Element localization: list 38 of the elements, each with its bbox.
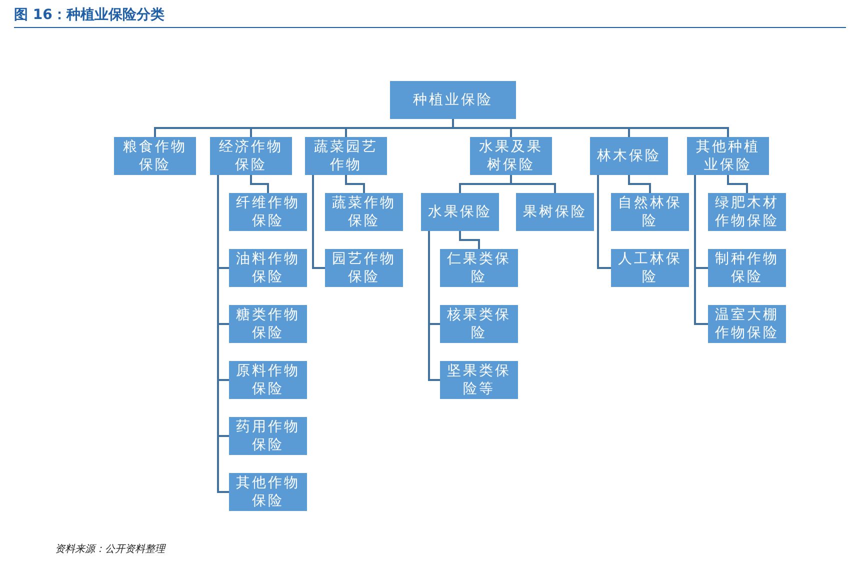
connector-line xyxy=(727,175,748,193)
category-box: 种植业保险 xyxy=(390,81,516,119)
category-box: 核果类保险 xyxy=(440,305,518,343)
category-box: 蔬菜园艺作物 xyxy=(305,137,387,175)
category-box: 林木保险 xyxy=(590,137,668,175)
category-box: 糖类作物保险 xyxy=(229,305,307,343)
connector-line xyxy=(312,175,325,269)
category-box: 果树保险 xyxy=(516,193,594,231)
category-box: 药用作物保险 xyxy=(229,417,307,455)
category-box: 其他种植业保险 xyxy=(687,137,769,175)
category-box: 自然林保险 xyxy=(611,193,689,231)
source-note: 资料来源：公开资料整理 xyxy=(55,542,165,556)
category-box: 水果及果树保险 xyxy=(470,137,552,175)
category-box: 粮食作物保险 xyxy=(114,137,196,175)
connector-line xyxy=(628,175,651,193)
category-box: 其他作物保险 xyxy=(229,473,307,511)
category-box: 纤维作物保险 xyxy=(229,193,307,231)
category-box: 经济作物保险 xyxy=(210,137,292,175)
connector-line xyxy=(345,175,365,193)
category-box: 原料作物保险 xyxy=(229,361,307,399)
category-box: 水果保险 xyxy=(421,193,499,231)
connector-line xyxy=(452,119,729,137)
figure-title: 图 16：种植业保险分类 xyxy=(14,6,164,24)
category-box: 蔬菜作物保险 xyxy=(325,193,403,231)
connector-line xyxy=(217,175,229,493)
connector-line xyxy=(597,175,611,269)
category-box: 园艺作物保险 xyxy=(325,249,403,287)
category-box: 仁果类保险 xyxy=(440,249,518,287)
category-box: 温室大棚作物保险 xyxy=(708,305,786,343)
category-box: 人工林保险 xyxy=(611,249,689,287)
connector-line xyxy=(459,231,480,249)
connector-line xyxy=(510,175,556,193)
connector-line xyxy=(250,175,269,193)
category-box: 制种作物保险 xyxy=(708,249,786,287)
category-box: 坚果类保险等 xyxy=(440,361,518,399)
category-box: 绿肥木材作物保险 xyxy=(708,193,786,231)
category-box: 油料作物保险 xyxy=(229,249,307,287)
connector-line xyxy=(428,231,440,381)
